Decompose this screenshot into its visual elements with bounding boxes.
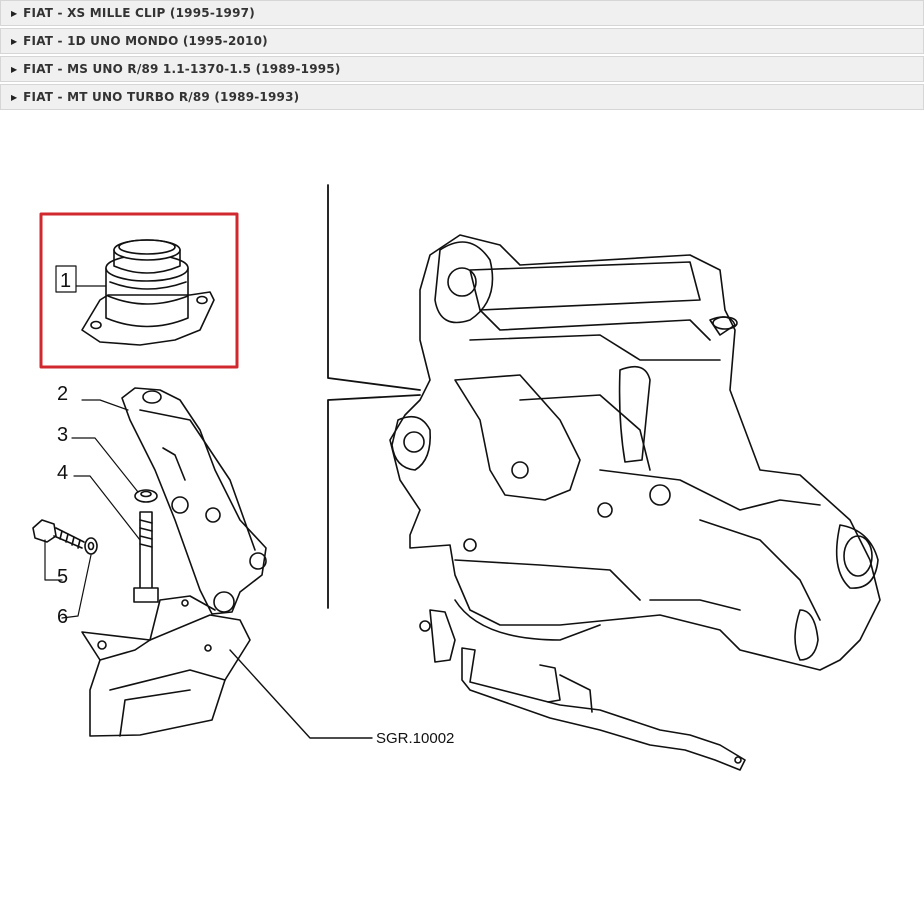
engine-assembly: [389, 234, 881, 671]
exploded-parts-diagram: 1: [32, 184, 881, 771]
callout-1: 1: [60, 270, 71, 292]
model-label: FIAT - XS MILLE CLIP (1995-1997): [23, 6, 255, 20]
model-label: FIAT - MT UNO TURBO R/89 (1989-1993): [23, 90, 300, 104]
model-list: ▶ FIAT - XS MILLE CLIP (1995-1997) ▶ FIA…: [0, 0, 924, 112]
washer-part[interactable]: [134, 489, 158, 503]
model-row[interactable]: ▶ FIAT - 1D UNO MONDO (1995-2010): [0, 28, 924, 54]
stud-part[interactable]: [133, 511, 159, 603]
model-row[interactable]: ▶ FIAT - XS MILLE CLIP (1995-1997): [0, 0, 924, 26]
mount-bracket-part[interactable]: [121, 387, 267, 615]
model-label: FIAT - 1D UNO MONDO (1995-2010): [23, 34, 268, 48]
callout-2: 2: [57, 383, 68, 405]
triangle-right-icon: ▶: [11, 8, 18, 18]
engine-mount-part[interactable]: [81, 239, 215, 346]
part-highlight-box[interactable]: [39, 212, 239, 369]
triangle-right-icon: ▶: [11, 92, 18, 102]
callout-5: 5: [57, 566, 68, 588]
callout-3: 3: [57, 424, 68, 446]
callout-4: 4: [57, 462, 68, 484]
model-row[interactable]: ▶ FIAT - MT UNO TURBO R/89 (1989-1993): [0, 84, 924, 110]
engine-mount-rod: [419, 609, 746, 771]
reference-code: SGR.10002: [376, 730, 454, 747]
triangle-right-icon: ▶: [11, 36, 18, 46]
small-washer-part[interactable]: [84, 537, 98, 555]
model-label: FIAT - MS UNO R/89 1.1-1370-1.5 (1989-19…: [23, 62, 341, 76]
callout-6: 6: [57, 606, 68, 628]
triangle-right-icon: ▶: [11, 64, 18, 74]
model-row[interactable]: ▶ FIAT - MS UNO R/89 1.1-1370-1.5 (1989-…: [0, 56, 924, 82]
bolt-part[interactable]: [32, 519, 85, 549]
support-bracket[interactable]: [81, 595, 251, 737]
